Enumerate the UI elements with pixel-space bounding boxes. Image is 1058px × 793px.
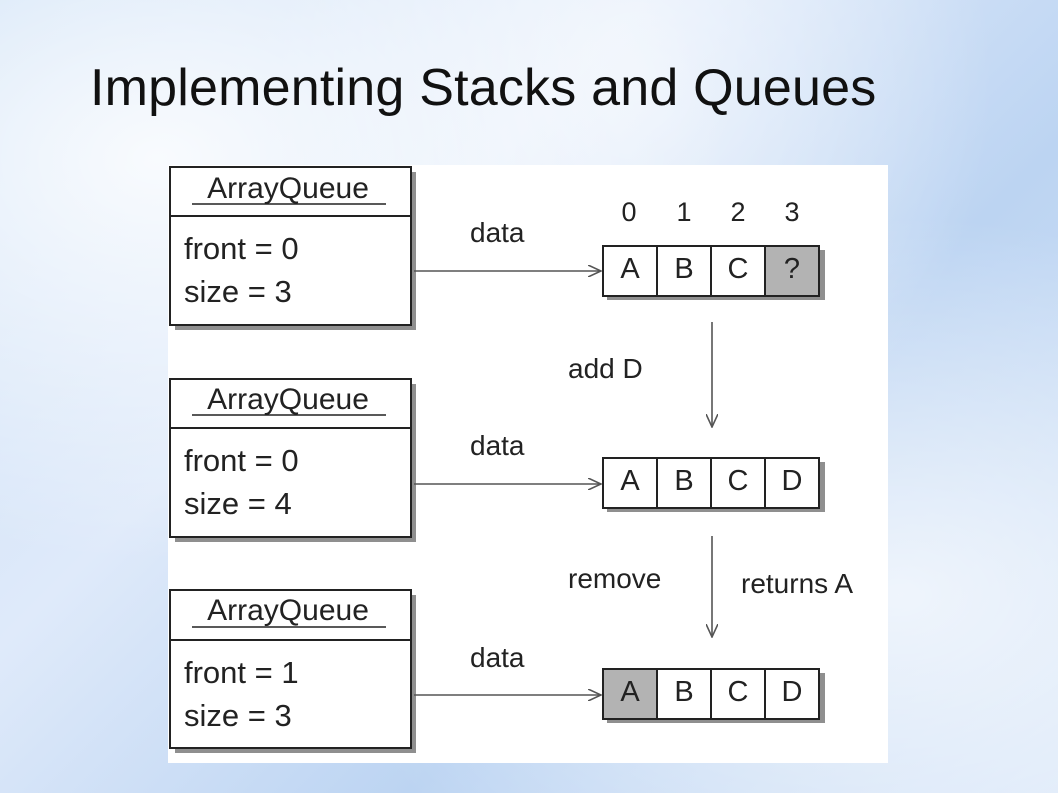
array-cell-0-value: A [620, 676, 640, 708]
data-pointer-label: data [470, 217, 525, 248]
array-cell-2-value: C [728, 465, 749, 497]
queue-diagram: 0 1 2 3 ArrayQueue front = 0 size = 3 da… [169, 166, 853, 753]
array-cell-1 [656, 457, 712, 509]
array-cell-1 [656, 245, 712, 297]
array-cell-1-value: B [674, 253, 693, 285]
object-title: ArrayQueue [207, 594, 369, 627]
field-front: front = 0 [184, 231, 299, 266]
transition-label: remove [568, 563, 661, 594]
object-box [169, 166, 412, 326]
array-cell-0-value: A [620, 253, 640, 285]
data-pointer-label: data [470, 642, 525, 673]
transition-label: add D [568, 353, 643, 384]
data-pointer-label: data [470, 430, 525, 461]
queue-state-2: ArrayQueue front = 0 size = 4 data A B C… [169, 378, 825, 542]
object-box [169, 589, 412, 749]
array-cell-1-value: B [674, 465, 693, 497]
index-label-1: 1 [676, 197, 691, 227]
array-cell-3-value: D [782, 676, 803, 708]
field-size: size = 3 [184, 274, 292, 309]
index-label-3: 3 [784, 197, 799, 227]
queue-state-1: ArrayQueue front = 0 size = 3 data A B C… [169, 166, 825, 330]
array-cell-0 [602, 668, 658, 720]
field-size: size = 3 [184, 698, 292, 733]
array-cell-3-value: ? [784, 253, 800, 285]
array-cell-1 [656, 668, 712, 720]
array-cell-0 [602, 457, 658, 509]
array-cell-0-value: A [620, 465, 640, 497]
array-cell-3-value: D [782, 465, 803, 497]
field-size: size = 4 [184, 486, 292, 521]
field-front: front = 0 [184, 443, 299, 478]
object-title: ArrayQueue [207, 172, 369, 205]
object-box [169, 378, 412, 538]
transition-add: add D [568, 322, 712, 427]
array-cell-2-value: C [728, 676, 749, 708]
object-title: ArrayQueue [207, 383, 369, 416]
queue-diagram-panel: 0 1 2 3 ArrayQueue front = 0 size = 3 da… [168, 165, 888, 763]
array-cell-2 [710, 457, 766, 509]
field-front: front = 1 [184, 655, 299, 690]
transition-remove: remove returns A [568, 536, 853, 637]
array-cell-3 [764, 245, 820, 297]
array-cell-3 [764, 668, 820, 720]
transition-note: returns A [741, 568, 853, 599]
array-cell-1-value: B [674, 676, 693, 708]
array-cell-0 [602, 245, 658, 297]
slide-title: Implementing Stacks and Queues [90, 59, 877, 117]
index-label-0: 0 [621, 197, 636, 227]
index-label-2: 2 [730, 197, 745, 227]
array-cell-2 [710, 245, 766, 297]
queue-state-3: ArrayQueue front = 1 size = 3 data A B C… [169, 589, 825, 753]
array-cell-2-value: C [728, 253, 749, 285]
array-cell-3 [764, 457, 820, 509]
